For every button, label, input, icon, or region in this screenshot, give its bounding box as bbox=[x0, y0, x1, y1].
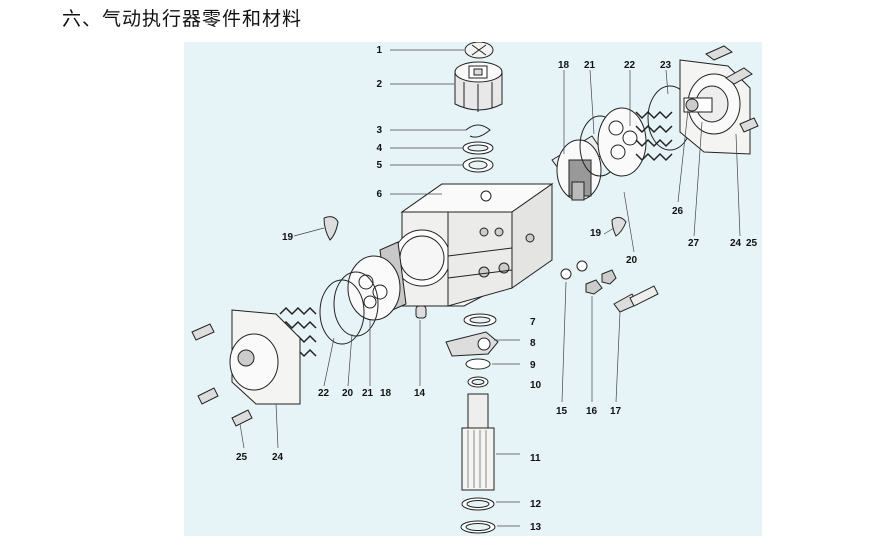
callout-18-top: 18 bbox=[558, 60, 570, 71]
callout-11: 11 bbox=[530, 453, 541, 464]
callout-16: 16 bbox=[586, 406, 598, 417]
part-clip-19-right bbox=[611, 216, 627, 237]
callout-19-left: 19 bbox=[282, 232, 294, 243]
callout-21-left: 21 bbox=[362, 388, 374, 399]
part-clip-19-left bbox=[323, 216, 339, 241]
part-pinion-shaft bbox=[461, 393, 495, 491]
callout-14: 14 bbox=[414, 388, 426, 399]
callout-10: 10 bbox=[530, 380, 542, 391]
section-heading: 六、气动执行器零件和材料 bbox=[62, 8, 303, 30]
callout-7: 7 bbox=[530, 317, 536, 328]
part-nut-16 bbox=[585, 269, 617, 295]
callout-15: 15 bbox=[556, 406, 568, 417]
part-washer-15 bbox=[560, 260, 588, 280]
callout-22-left: 22 bbox=[318, 388, 330, 399]
exploded-view-svg: 1 2 3 4 5 6 18 21 22 23 26 27 24 25 19 2… bbox=[191, 42, 759, 534]
callout-12: 12 bbox=[530, 499, 542, 510]
part-springs-right bbox=[635, 110, 673, 162]
callout-20-left: 20 bbox=[342, 388, 354, 399]
callout-25-right: 25 bbox=[746, 238, 758, 249]
callout-5: 5 bbox=[376, 160, 382, 171]
part-cam-8 bbox=[445, 331, 499, 357]
part-bolts-left bbox=[191, 323, 253, 427]
callout-20-right: 20 bbox=[626, 255, 638, 266]
part-ring-13 bbox=[460, 520, 496, 534]
callout-24-right: 24 bbox=[730, 238, 742, 249]
part-position-cap bbox=[454, 61, 503, 112]
callout-9: 9 bbox=[530, 360, 536, 371]
callout-22-top: 22 bbox=[624, 60, 636, 71]
part-piston-left bbox=[347, 241, 407, 321]
callout-13: 13 bbox=[530, 522, 542, 533]
part-piston-right bbox=[551, 135, 605, 201]
exploded-view-diagram: 1 2 3 4 5 6 18 21 22 23 26 27 24 25 19 2… bbox=[184, 42, 762, 536]
part-washer-4 bbox=[462, 141, 494, 155]
callout-26: 26 bbox=[672, 206, 684, 217]
callout-1: 1 bbox=[376, 45, 382, 56]
part-washer-5 bbox=[462, 157, 494, 173]
part-bolt-17 bbox=[613, 285, 659, 313]
part-bolts-right bbox=[705, 45, 759, 133]
callout-2: 2 bbox=[376, 79, 382, 90]
callout-3: 3 bbox=[376, 125, 382, 136]
callout-18-bottom: 18 bbox=[380, 388, 392, 399]
leader-lines bbox=[239, 49, 741, 527]
part-circlip bbox=[465, 124, 491, 138]
callout-25-left: 25 bbox=[236, 452, 248, 463]
part-oring-20-left bbox=[319, 279, 365, 345]
part-washer-7 bbox=[463, 313, 497, 327]
part-end-cap-right bbox=[679, 59, 751, 155]
part-indicator bbox=[464, 42, 494, 59]
part-actuator-body bbox=[393, 183, 554, 307]
part-ring-9 bbox=[465, 358, 491, 370]
callout-24-left: 24 bbox=[272, 452, 284, 463]
part-end-cap-left bbox=[229, 309, 301, 405]
part-ring-12 bbox=[461, 497, 495, 511]
callout-23: 23 bbox=[660, 60, 672, 71]
callout-21-top: 21 bbox=[584, 60, 596, 71]
callout-6: 6 bbox=[376, 189, 382, 200]
callout-27: 27 bbox=[688, 238, 700, 249]
part-ring-10 bbox=[467, 376, 489, 388]
callout-17: 17 bbox=[610, 406, 622, 417]
callout-8: 8 bbox=[530, 338, 536, 349]
callout-4: 4 bbox=[376, 143, 382, 154]
callout-19-right: 19 bbox=[590, 228, 602, 239]
part-plug-14 bbox=[415, 305, 427, 319]
